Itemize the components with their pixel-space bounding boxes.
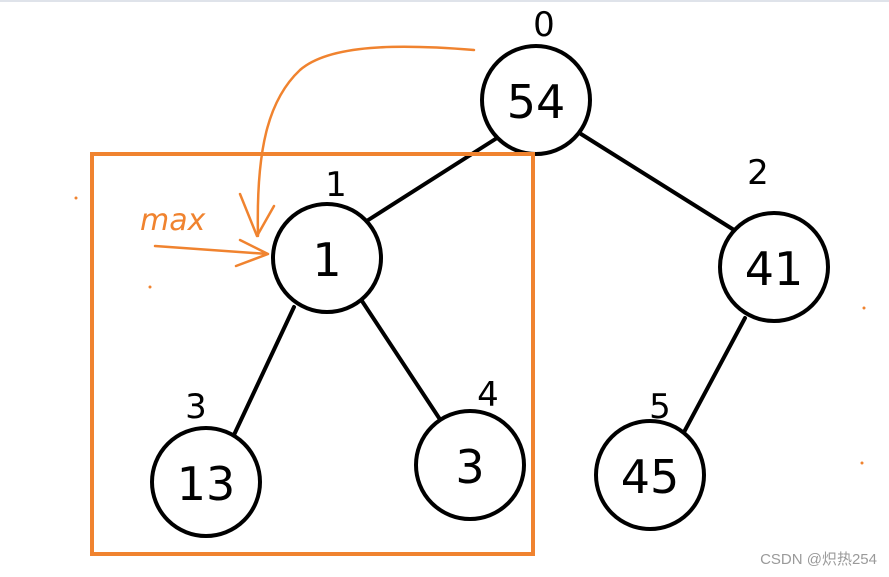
edge-1-4: [358, 296, 447, 429]
stray-mark: [148, 285, 152, 289]
node-3-value: 13: [177, 457, 236, 511]
max-annotation-label: max: [140, 203, 206, 238]
stray-mark: [862, 306, 866, 310]
node-0-value: 54: [507, 75, 566, 129]
swap-curve-arrow: [256, 45, 476, 238]
node-4-value: 3: [455, 440, 484, 494]
node-3-circle: [150, 426, 262, 538]
node-2-value: 41: [745, 242, 804, 296]
stray-mark: [860, 461, 864, 465]
edge-0-2: [579, 132, 744, 237]
node-4-circle: [414, 409, 526, 521]
edge-1-3: [231, 305, 296, 439]
max-pointer-arrow: [153, 238, 270, 268]
node-2-circle: [718, 211, 830, 323]
node-1-circle: [271, 202, 383, 314]
node-5-index: 5: [649, 387, 671, 427]
node-5-value: 45: [621, 450, 680, 504]
node-5-circle: [594, 419, 706, 531]
node-1-value: 1: [312, 233, 341, 287]
node-0-circle: [480, 44, 592, 156]
edge-2-5: [681, 316, 747, 436]
top-border: [0, 0, 889, 2]
stray-mark: [74, 196, 78, 200]
node-2-index: 2: [747, 153, 769, 193]
node-3-index: 3: [185, 387, 207, 427]
node-4-index: 4: [477, 375, 499, 415]
edge-0-1: [360, 136, 499, 226]
swap-curve-arrowhead: [238, 192, 276, 238]
subtree-highlight-box: [90, 152, 535, 556]
node-0-index: 0: [533, 5, 555, 45]
node-1-index: 1: [325, 165, 347, 205]
watermark-text: CSDN @炽热254: [760, 551, 877, 568]
